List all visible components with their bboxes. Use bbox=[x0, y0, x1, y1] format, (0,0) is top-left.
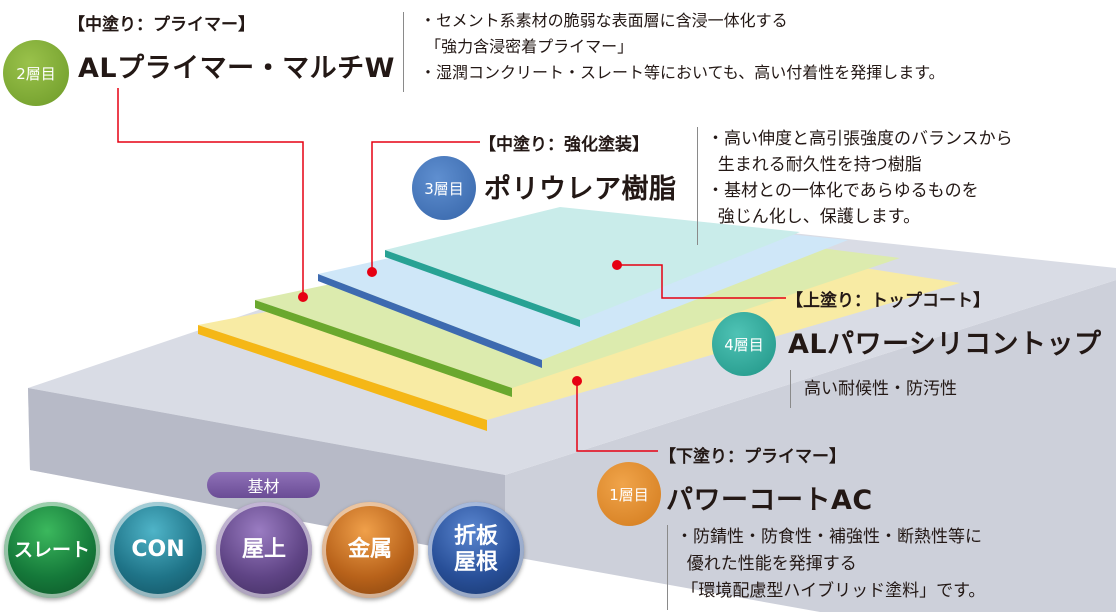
category-layer-2: 【中塗り：プライマー】 bbox=[68, 15, 255, 35]
substrate-slate: スレート bbox=[4, 502, 100, 598]
substrate-rooftop: 屋上 bbox=[216, 502, 312, 598]
title-layer-4: ALパワーシリコントップ bbox=[788, 329, 1102, 360]
category-layer-1: 【下塗り：プライマー】 bbox=[659, 447, 846, 467]
description-layer-1: ・防錆性・防食性・補強性・断熱性等に 優れた性能を発揮する 「環境配慮型ハイブリ… bbox=[676, 527, 986, 601]
layer-4-edge bbox=[385, 250, 580, 327]
leader-line-layer-3 bbox=[371, 141, 480, 272]
leader-line-layer-1 bbox=[576, 381, 658, 452]
leader-line-layer-4 bbox=[617, 264, 786, 299]
layer-1-edge bbox=[198, 325, 487, 431]
category-layer-4: 【上塗り：トップコート】 bbox=[786, 291, 990, 311]
layer-4-surface bbox=[385, 207, 800, 320]
badge-layer-3: 3層目 bbox=[412, 156, 476, 220]
layer-2-edge bbox=[255, 300, 512, 397]
category-layer-3: 【中塗り：強化塗装】 bbox=[479, 135, 649, 155]
substrate-slab bbox=[28, 280, 1116, 612]
leader-dot-layer-1 bbox=[572, 376, 582, 386]
description-layer-2: ・セメント系素材の脆弱な表面層に含浸一体化する 「強力含浸密着プライマー」 ・湿… bbox=[420, 11, 945, 82]
divider-layer-2 bbox=[403, 12, 404, 92]
description-layer-4: 高い耐候性・防汚性 bbox=[804, 379, 957, 399]
leader-dot-layer-2 bbox=[298, 292, 308, 302]
leader-dot-layer-3 bbox=[367, 267, 377, 277]
badge-layer-4: 4層目 bbox=[712, 312, 776, 376]
leader-dots bbox=[298, 260, 622, 386]
leader-lines bbox=[117, 88, 786, 452]
substrate-metal: 金属 bbox=[322, 502, 418, 598]
divider-layer-4 bbox=[790, 370, 791, 408]
divider-layer-3 bbox=[697, 127, 698, 245]
description-layer-3: ・高い伸度と高引張強度のバランスから 生まれる耐久性を持つ樹脂 ・基材との一体化… bbox=[707, 129, 1013, 227]
title-layer-3: ポリウレア樹脂 bbox=[484, 174, 677, 205]
layer-3-edge bbox=[318, 274, 542, 368]
title-layer-1: パワーコートAC bbox=[666, 485, 873, 516]
substrate-folded-roof: 折板 屋根 bbox=[428, 502, 524, 598]
substrate-con: CON bbox=[110, 502, 206, 598]
title-layer-2: ALプライマー・マルチW bbox=[78, 53, 395, 84]
badge-layer-2: 2層目 bbox=[3, 40, 69, 106]
substrate-label: 基材 bbox=[207, 472, 320, 498]
leader-dot-layer-4 bbox=[612, 260, 622, 270]
leader-line-layer-2 bbox=[117, 88, 304, 297]
badge-layer-1: 1層目 bbox=[597, 462, 661, 526]
divider-layer-1 bbox=[667, 525, 668, 610]
